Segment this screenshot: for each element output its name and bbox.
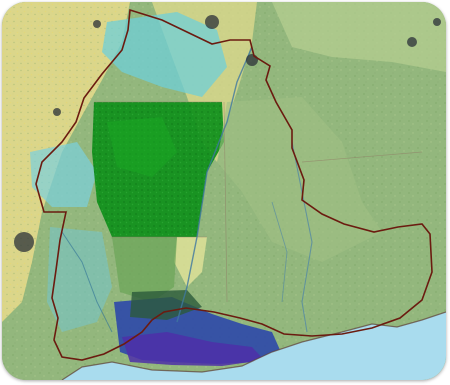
map-canvas	[2, 2, 446, 380]
river-network	[61, 46, 313, 333]
wetland-area	[122, 332, 264, 366]
urban-areas	[14, 15, 441, 252]
map-image	[2, 2, 446, 380]
state-lines	[94, 101, 423, 303]
grass-area-northeast	[272, 2, 446, 72]
cyan-patch-north	[102, 12, 227, 97]
region-boundary	[35, 8, 433, 361]
coastline	[61, 311, 446, 380]
forest-patch-bright	[107, 117, 177, 177]
cyan-patch-southwest	[47, 227, 112, 332]
water-body	[62, 312, 446, 380]
lowland-area	[112, 237, 177, 302]
river-valley-strip	[174, 237, 207, 287]
